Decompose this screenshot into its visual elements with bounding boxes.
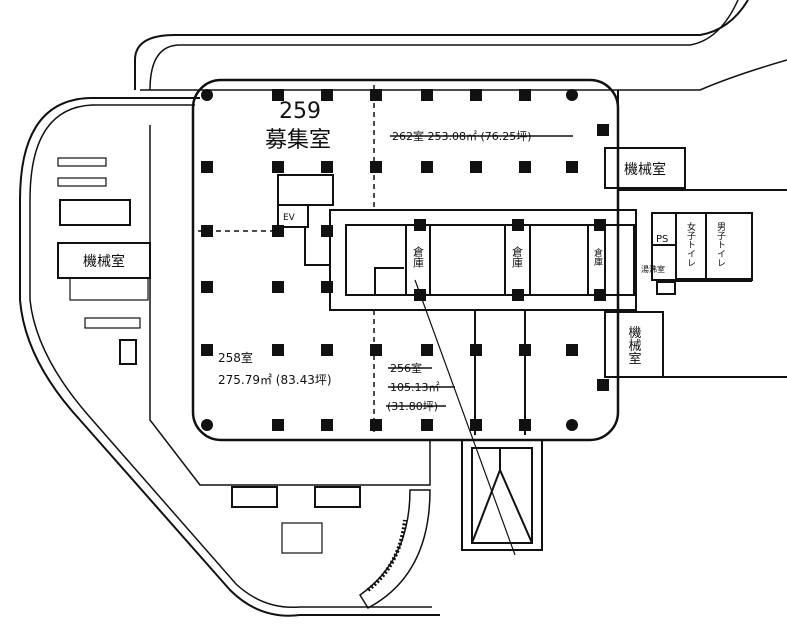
- column: [321, 225, 333, 237]
- highlight-room-number: 259: [279, 99, 321, 124]
- column: [519, 344, 531, 356]
- column: [512, 219, 524, 231]
- highlight-room-label: 募集室: [265, 128, 331, 153]
- column: [201, 89, 213, 101]
- outer-wall-left: [19, 97, 440, 617]
- column: [566, 344, 578, 356]
- column: [272, 281, 284, 293]
- column: [414, 289, 426, 301]
- column: [321, 281, 333, 293]
- column: [597, 379, 609, 391]
- room-258-name: 258室: [218, 350, 253, 365]
- column: [421, 344, 433, 356]
- storage-1: 倉庫: [412, 245, 425, 269]
- main-building: [191, 78, 620, 442]
- column: [470, 89, 482, 101]
- column: [519, 419, 531, 431]
- room-256-area: 105.13㎡: [390, 381, 440, 394]
- column: [321, 344, 333, 356]
- column: [272, 89, 284, 101]
- column: [272, 225, 284, 237]
- column: [370, 89, 382, 101]
- mech-room-top: 機械室: [624, 161, 666, 178]
- column: [594, 219, 606, 231]
- column: [201, 161, 213, 173]
- room-256-name: 256室: [390, 361, 422, 375]
- column: [321, 419, 333, 431]
- column: [519, 89, 531, 101]
- column: [594, 289, 606, 301]
- column: [566, 419, 578, 431]
- column: [321, 161, 333, 173]
- column: [512, 289, 524, 301]
- kitchenette: 湯沸室: [641, 264, 665, 274]
- mech-room-left: 機械室: [83, 253, 125, 270]
- column: [370, 419, 382, 431]
- column: [470, 344, 482, 356]
- column: [201, 344, 213, 356]
- column: [519, 161, 531, 173]
- column: [201, 419, 213, 431]
- storage-3: 倉庫: [592, 247, 603, 267]
- column: [272, 344, 284, 356]
- column: [470, 419, 482, 431]
- column: [470, 161, 482, 173]
- column: [370, 344, 382, 356]
- column: [421, 89, 433, 101]
- womens-restroom: 女子トイレ: [685, 221, 696, 267]
- column: [597, 124, 609, 136]
- outer-walkway-top-inner: [149, 0, 739, 91]
- structural-columns: [201, 89, 609, 431]
- column: [201, 281, 213, 293]
- storage-2: 倉庫: [511, 245, 524, 269]
- mens-restroom: 男子トイレ: [715, 222, 726, 267]
- ps-label: PS: [656, 234, 668, 245]
- column: [566, 89, 578, 101]
- column: [272, 419, 284, 431]
- column: [421, 419, 433, 431]
- column: [201, 225, 213, 237]
- column: [566, 161, 578, 173]
- column: [370, 161, 382, 173]
- outer-walkway-top: [134, 0, 749, 90]
- column: [414, 219, 426, 231]
- mech-room-bottom: 機械室: [626, 326, 642, 365]
- room-258-area: 275.79㎡ (83.43坪): [218, 373, 332, 387]
- room-262-label: 262室 253.08㎡ (76.25坪): [392, 129, 532, 143]
- elevator-label: EV: [283, 213, 296, 223]
- column: [321, 89, 333, 101]
- column: [272, 161, 284, 173]
- room-256-tsubo: (31.80坪): [387, 400, 438, 413]
- column: [421, 161, 433, 173]
